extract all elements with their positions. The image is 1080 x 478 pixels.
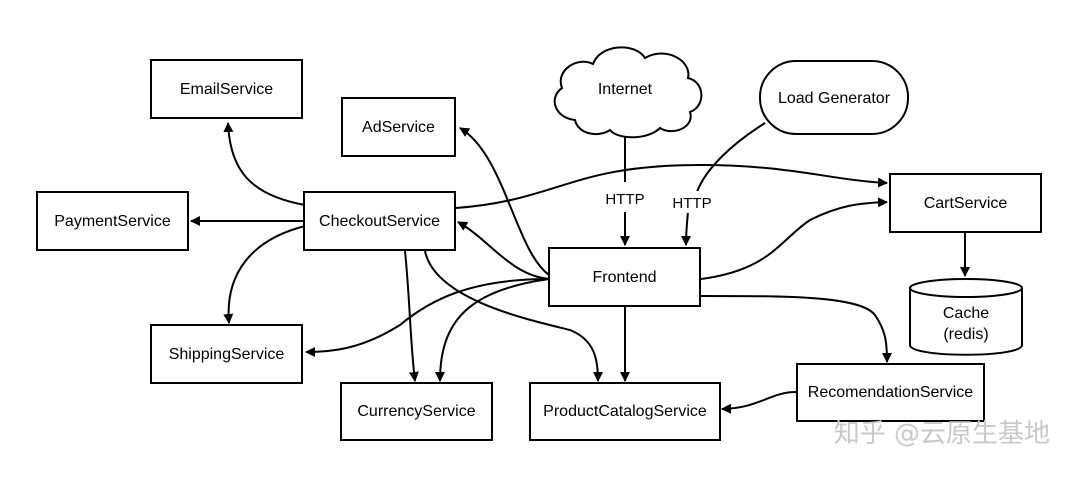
edge-frontend-to-currency: [435, 278, 550, 382]
node-cache: Cache (redis): [909, 278, 1023, 356]
node-currency-service: CurrencyService: [340, 382, 493, 441]
edge-frontend-to-recommendation: [700, 295, 892, 363]
node-internet: Internet: [553, 46, 703, 139]
edge-checkout-to-email: [223, 122, 306, 206]
cache-label-line2: (redis): [943, 326, 988, 343]
cache-cylinder-body: [909, 288, 1023, 356]
edge-checkout-to-productcatalog: [424, 250, 603, 382]
node-ad-service: AdService: [341, 97, 456, 157]
edge-frontend-to-ad: [459, 127, 550, 276]
edge-checkout-to-shipping: [223, 225, 306, 324]
edge-loadgen-to-frontend-arrow: [681, 211, 692, 246]
edge-recommendation-to-productcatalog: [721, 391, 797, 414]
http-label-internet: HTTP: [605, 191, 644, 208]
payment-service-label: PaymentService: [54, 213, 171, 230]
node-frontend: Frontend: [548, 247, 701, 307]
cloud-icon: [553, 46, 703, 139]
node-recommendation-service: RecomendationService: [796, 363, 985, 422]
productcatalog-service-label: ProductCatalogService: [543, 403, 707, 420]
edge-frontend-to-cart: [700, 197, 888, 280]
edge-checkout-to-currency: [404, 250, 419, 382]
edge-frontend-to-checkout: [457, 221, 550, 280]
currency-service-label: CurrencyService: [357, 403, 475, 420]
node-cart-service: CartService: [889, 173, 1042, 233]
http-label-loadgen: HTTP: [672, 195, 711, 212]
watermark-text: 知乎 @云原生基地: [834, 419, 1050, 449]
cart-service-label: CartService: [924, 195, 1008, 212]
edge-checkout-to-cart: [455, 163, 888, 209]
frontend-label: Frontend: [592, 269, 656, 286]
edge-labels: HTTP HTTP: [599, 187, 718, 213]
edge-frontend-to-shipping: [305, 278, 550, 357]
node-shipping-service: ShippingService: [150, 324, 303, 384]
checkout-service-label: CheckoutService: [319, 213, 440, 230]
load-generator-label: Load Generator: [778, 90, 891, 107]
node-productcatalog-service: ProductCatalogService: [529, 382, 721, 441]
node-payment-service: PaymentService: [36, 191, 189, 251]
cache-cylinder-top: [909, 278, 1023, 298]
internet-label: Internet: [598, 81, 653, 98]
email-service-label: EmailService: [180, 81, 273, 98]
node-checkout-service: CheckoutService: [303, 191, 456, 251]
shipping-service-label: ShippingService: [169, 346, 285, 363]
ad-service-label: AdService: [362, 119, 435, 136]
recommendation-service-label: RecomendationService: [808, 384, 974, 401]
edges: [190, 122, 970, 414]
node-email-service: EmailService: [150, 59, 303, 119]
cache-label-line1: Cache: [943, 305, 989, 322]
node-load-generator: Load Generator: [759, 60, 909, 135]
edge-loadgen-to-frontend: [696, 122, 766, 193]
